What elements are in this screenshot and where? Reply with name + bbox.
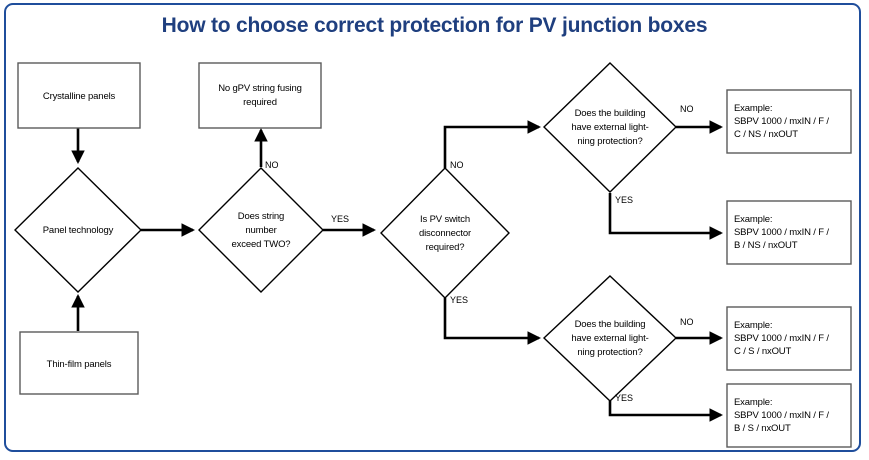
node-example-box-2[interactable]: Example: SBPV 1000 / mxIN / F / B / NS /… <box>726 200 852 265</box>
edge-lightning-top-yes-to-example-2 <box>608 193 724 240</box>
edge-lightning-bottom-yes-to-example-4 <box>608 401 724 422</box>
node-string-number-line-1: Does string <box>238 211 284 222</box>
example-2-line-1: SBPV 1000 / mxIN / F / <box>734 227 829 238</box>
node-thin-film-panels-label: Thin-film panels <box>47 359 112 370</box>
example-3-line-2: C / S / nxOUT <box>734 346 792 357</box>
node-string-number-line-3: exceed TWO? <box>232 239 291 250</box>
example-3-line-1: SBPV 1000 / mxIN / F / <box>734 333 829 344</box>
node-pv-switch-question[interactable]: Is PV switch disconnector required? <box>380 167 510 299</box>
edge-pv-switch-yes-to-lightning-bottom <box>443 298 542 345</box>
edge-label-lightning-top-yes: YES <box>615 195 633 205</box>
node-pv-switch-line-1: Is PV switch <box>420 214 470 225</box>
node-lightning-bottom-line-3: ning protection? <box>577 347 642 358</box>
edge-label-pv-switch-yes: YES <box>450 295 468 305</box>
node-lightning-top-line-3: ning protection? <box>577 136 642 147</box>
node-no-gpv-string-fusing-line-2: required <box>243 97 277 108</box>
node-panel-technology-label: Panel technology <box>43 225 114 236</box>
example-1-heading: Example: <box>734 103 772 114</box>
example-1-line-2: C / NS / nxOUT <box>734 129 798 140</box>
node-lightning-top-line-2: have external light- <box>571 122 648 133</box>
edge-label-string-number-no: NO <box>265 160 279 170</box>
example-4-line-1: SBPV 1000 / mxIN / F / <box>734 410 829 421</box>
node-lightning-bottom-line-1: Does the building <box>575 319 646 330</box>
node-thin-film-panels[interactable]: Thin-film panels <box>19 331 139 395</box>
node-no-gpv-string-fusing[interactable]: No gPV string fusing required <box>198 62 322 129</box>
example-1-line-1: SBPV 1000 / mxIN / F / <box>734 116 829 127</box>
page-title: How to choose correct protection for PV … <box>161 14 708 37</box>
example-4-line-2: B / S / nxOUT <box>734 423 791 434</box>
edge-label-pv-switch-no: NO <box>450 160 464 170</box>
node-crystalline-panels-label: Crystalline panels <box>43 91 116 102</box>
node-example-box-1[interactable]: Example: SBPV 1000 / mxIN / F / C / NS /… <box>726 89 852 154</box>
example-4-heading: Example: <box>734 397 772 408</box>
example-2-heading: Example: <box>734 214 772 225</box>
node-pv-switch-line-3: required? <box>426 242 465 253</box>
node-string-number-line-2: number <box>245 225 276 236</box>
node-string-number-question[interactable]: Does string number exceed TWO? <box>198 167 324 293</box>
node-panel-technology[interactable]: Panel technology <box>14 167 142 293</box>
edge-label-lightning-bottom-yes: YES <box>615 393 633 403</box>
edge-label-string-number-yes: YES <box>331 214 349 224</box>
node-example-box-3[interactable]: Example: SBPV 1000 / mxIN / F / C / S / … <box>726 306 852 371</box>
node-example-box-4[interactable]: Example: SBPV 1000 / mxIN / F / B / S / … <box>726 383 852 448</box>
node-lightning-protection-top[interactable]: Does the building have external light- n… <box>542 62 678 193</box>
edge-label-lightning-bottom-no: NO <box>680 317 694 327</box>
edge-pv-switch-no-to-lightning-top <box>443 120 542 168</box>
node-lightning-top-line-1: Does the building <box>575 108 646 119</box>
node-lightning-protection-bottom[interactable]: Does the building have external light- n… <box>542 275 678 402</box>
example-3-heading: Example: <box>734 320 772 331</box>
edge-label-lightning-top-no: NO <box>680 104 694 114</box>
node-crystalline-panels[interactable]: Crystalline panels <box>17 62 141 129</box>
node-lightning-bottom-line-2: have external light- <box>571 333 648 344</box>
node-no-gpv-string-fusing-line-1: No gPV string fusing <box>218 83 302 94</box>
example-2-line-2: B / NS / nxOUT <box>734 240 798 251</box>
node-pv-switch-line-2: disconnector <box>419 228 471 239</box>
